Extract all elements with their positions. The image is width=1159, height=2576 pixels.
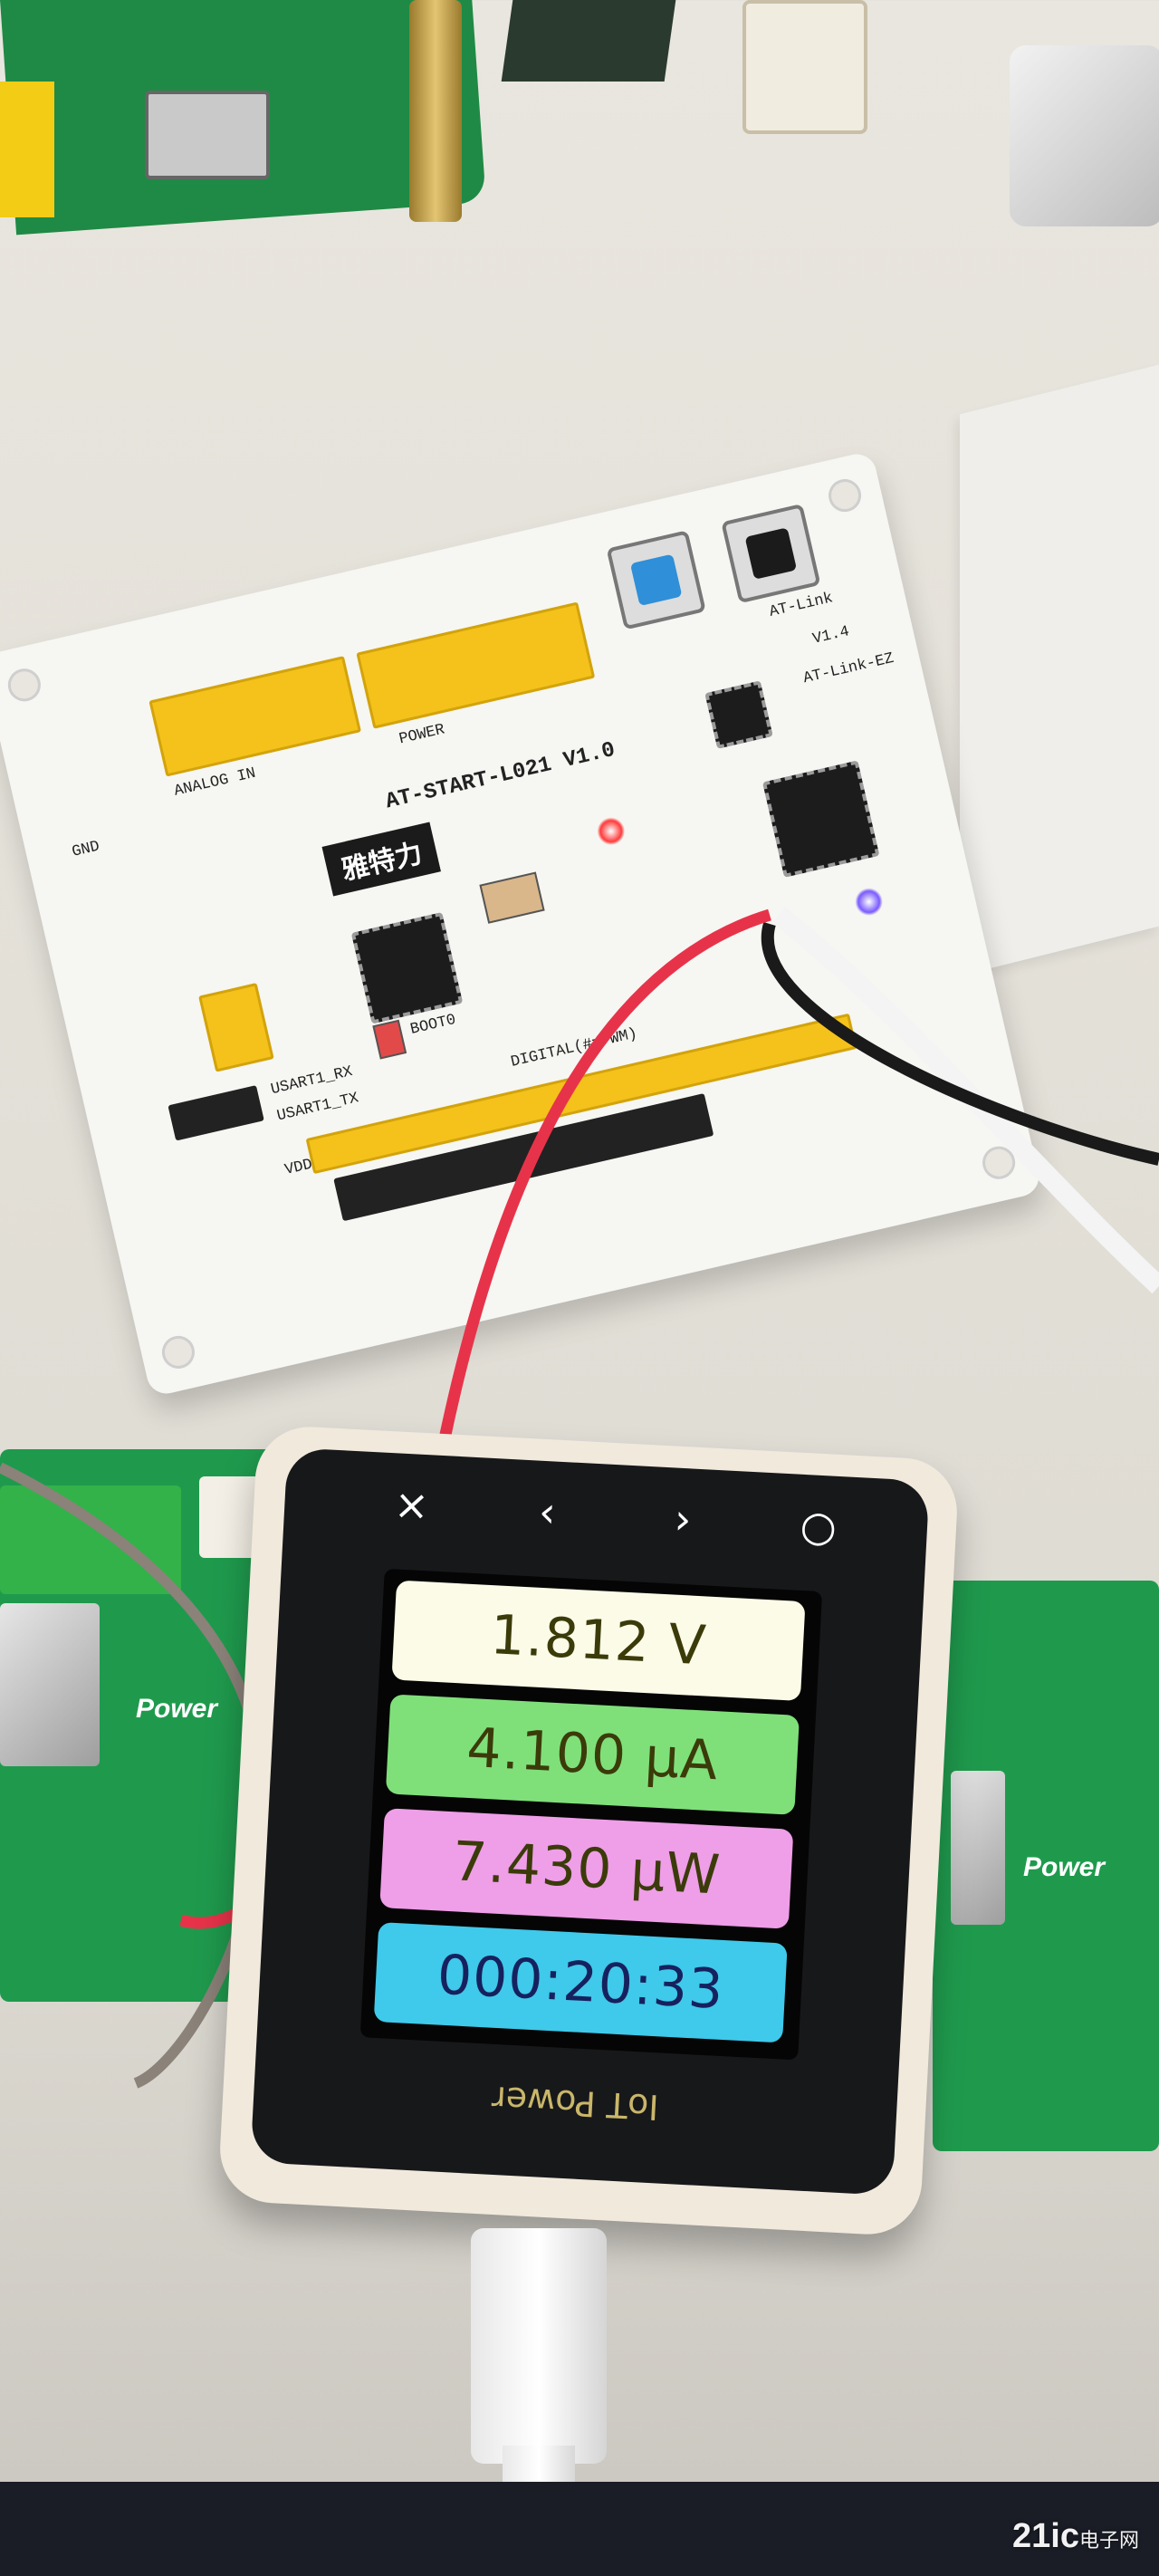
chevron-right-icon[interactable]: › (673, 1494, 693, 1544)
watermark-main: 21ic (1012, 2517, 1079, 2555)
current-readout: 4.100 µA (385, 1694, 800, 1815)
background-white-connector (742, 0, 867, 134)
meter-face: × ‹ › ○ 1.812 V 4.100 µA 7.430 µW 000:20… (250, 1447, 930, 2196)
power-readout: 7.430 µW (379, 1808, 794, 1929)
left-board-label: Power (136, 1694, 218, 1724)
black-wire (761, 922, 1159, 1166)
meter-screen: 1.812 V 4.100 µA 7.430 µW 000:20:33 (359, 1568, 823, 2061)
grey-wire (0, 1462, 269, 2089)
usb-c-port (951, 1771, 1005, 1925)
usb-cable-plug (471, 2228, 607, 2464)
elapsed-time-readout: 000:20:33 (373, 1922, 788, 2043)
dark-surface (0, 2482, 1159, 2576)
watermark-sub: 电子网 (1078, 2529, 1139, 2552)
watermark: 21ic电子网 (1012, 2517, 1139, 2556)
circle-icon[interactable]: ○ (799, 1500, 838, 1552)
right-power-board: Power (933, 1581, 1159, 2151)
voltage-readout: 1.812 V (391, 1580, 806, 1702)
brand-label: IoT Power (490, 2078, 660, 2128)
green-terminal-block (0, 1485, 181, 1594)
right-board-label: Power (1023, 1852, 1106, 1882)
background-usb-drive (1010, 45, 1159, 226)
background-usb-connector (145, 91, 270, 179)
background-yellow-part (0, 82, 54, 217)
power-meter: × ‹ › ○ 1.812 V 4.100 µA 7.430 µW 000:20… (217, 1424, 960, 2237)
usb-port (0, 1603, 100, 1766)
close-icon[interactable]: × (392, 1479, 431, 1531)
chevron-left-icon[interactable]: ‹ (537, 1486, 557, 1537)
brass-standoff (409, 0, 462, 222)
